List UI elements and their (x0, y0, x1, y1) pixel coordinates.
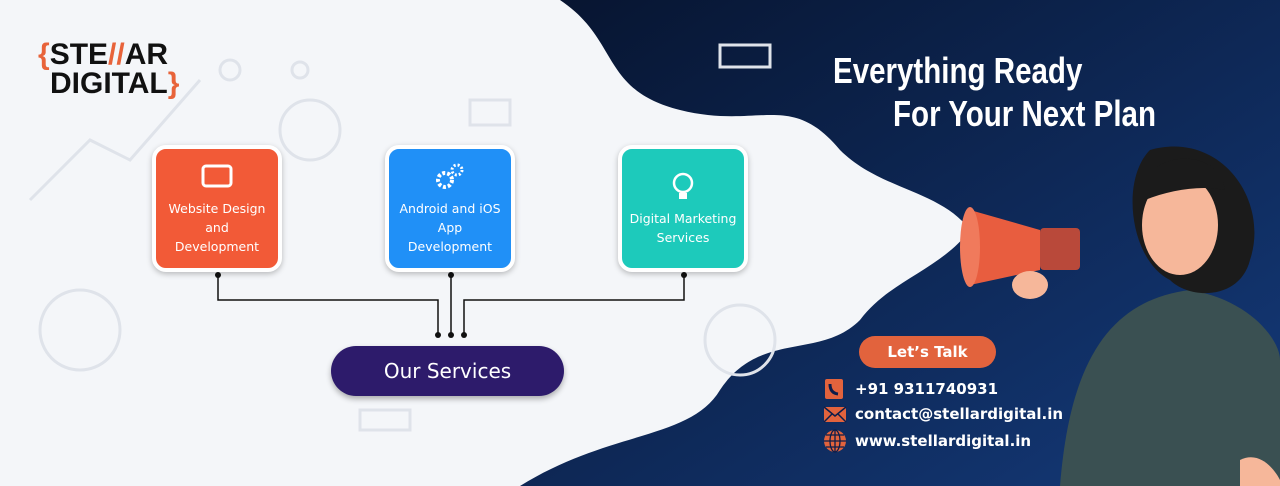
tablet-icon (201, 164, 233, 188)
logo-text: STE (49, 38, 109, 71)
website-contact[interactable]: www.stellardigital.in (823, 429, 1031, 453)
logo-text: AR (124, 38, 169, 71)
phone-number: +91 9311740931 (855, 380, 999, 398)
connector-lines (217, 274, 685, 334)
logo-brace: } (167, 67, 180, 100)
lightbulb-icon (672, 172, 694, 199)
email-address: contact@stellardigital.in (855, 405, 1064, 423)
phone-contact[interactable]: +91 9311740931 (823, 378, 998, 400)
service-label: Android and iOS App Development (399, 201, 501, 254)
phone-icon (825, 379, 843, 399)
service-label: Website Design and Development (168, 201, 266, 254)
mail-icon (823, 406, 847, 423)
gears-icon (436, 163, 464, 189)
headline-line2: For Your Next Plan (893, 93, 1157, 134)
email-contact[interactable]: contact@stellardigital.in (823, 404, 1063, 424)
globe-icon (824, 429, 846, 453)
logo-brace: { (38, 38, 50, 71)
headline-line1: Everything Ready (833, 50, 1083, 91)
website-url: www.stellardigital.in (855, 432, 1032, 450)
lets-talk-button[interactable]: Let’s Talk (859, 336, 996, 368)
service-card-app[interactable]: Android and iOS App Development (385, 145, 515, 272)
character-illustration (960, 146, 1280, 486)
logo: {STE//AR DIGITAL} (38, 38, 180, 100)
our-services-label: Our Services (383, 359, 512, 383)
service-label: Digital Marketing Services (629, 210, 737, 245)
logo-text: DIGITAL (50, 67, 168, 100)
service-card-web[interactable]: Website Design and Development (152, 145, 282, 272)
service-card-marketing[interactable]: Digital Marketing Services (618, 145, 748, 272)
lets-talk-label: Let’s Talk (887, 343, 968, 361)
doodle-icons (28, 43, 777, 432)
our-services-button[interactable]: Our Services (331, 346, 564, 396)
logo-slashes: // (108, 38, 125, 71)
